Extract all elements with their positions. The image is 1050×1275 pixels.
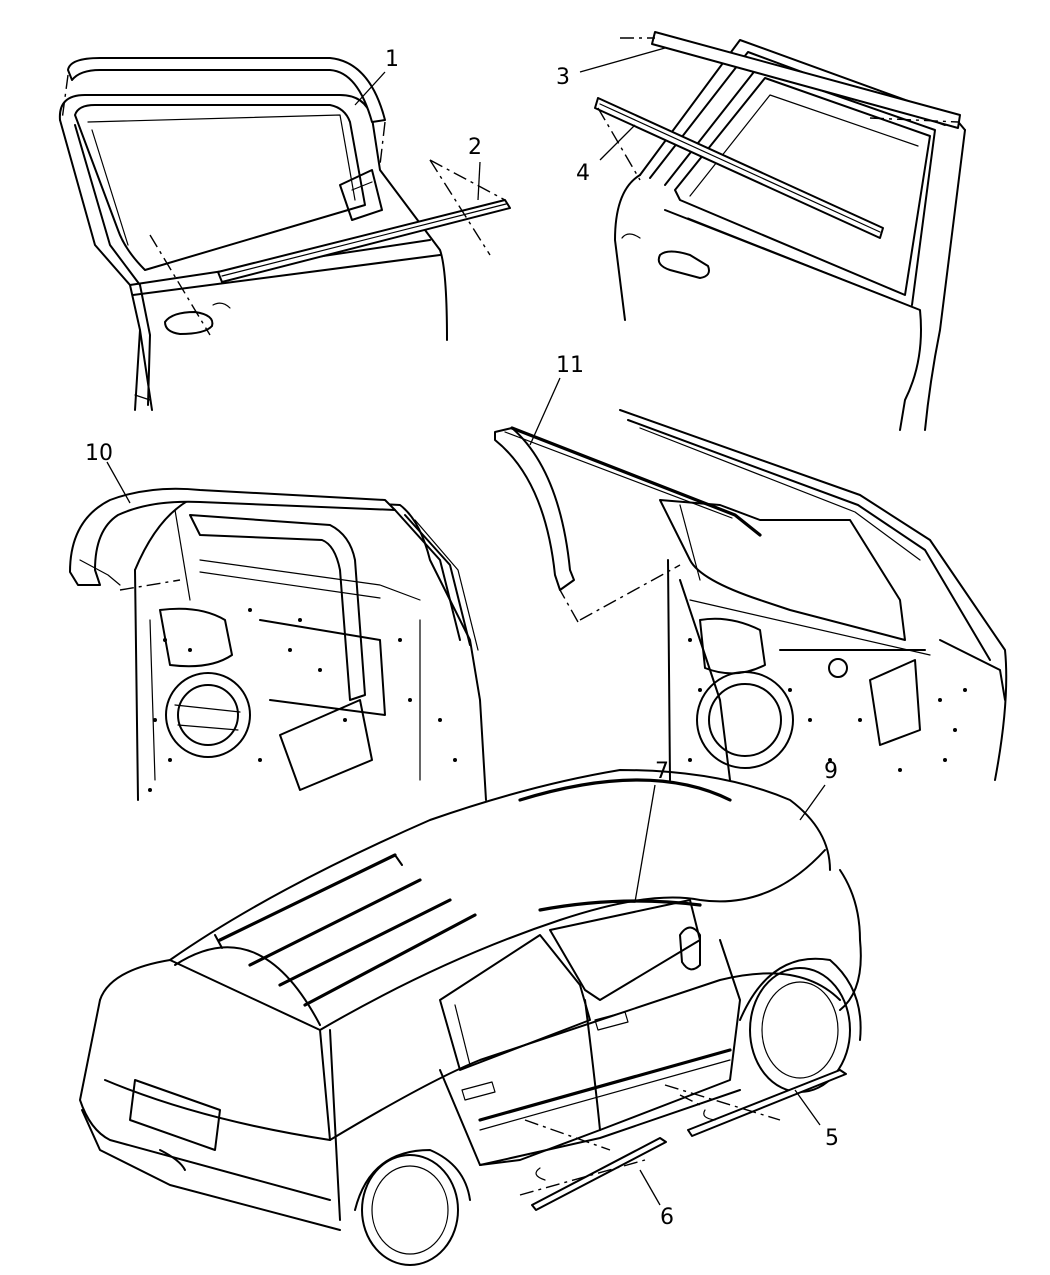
part-3-rear-door-header-molding [620, 31, 961, 129]
rear-door-view [614, 39, 966, 431]
front-door-inner-view [134, 494, 487, 801]
leader-lines [106, 47, 826, 1206]
part-2-front-belt-molding [149, 159, 511, 336]
callout-6: 6 [660, 1205, 674, 1230]
callout-7: 7 [655, 759, 669, 784]
part-6-rear-sill-molding [519, 1119, 667, 1211]
front-door-view [58, 94, 448, 411]
part-9-roof-molding [518, 778, 732, 802]
callouts: 1 2 3 4 5 6 7 9 10 11 [85, 47, 839, 1230]
part-1-front-door-header-molding [61, 57, 386, 166]
callout-5: 5 [825, 1126, 839, 1151]
rear-door-inner-view [559, 409, 1008, 781]
callout-2: 2 [468, 135, 482, 160]
callout-3: 3 [556, 65, 570, 90]
part-10-front-door-frame-molding [69, 487, 396, 591]
callout-4: 4 [576, 161, 590, 186]
part-7-roof-drip-molding [538, 899, 702, 912]
part-4-rear-belt-molding [594, 97, 884, 239]
part-5-front-sill-molding [664, 1069, 847, 1137]
callout-10: 10 [85, 441, 113, 466]
callout-11: 11 [556, 353, 584, 378]
part-11-rear-door-frame-molding [494, 426, 762, 591]
vehicle-view [79, 769, 862, 1266]
callout-9: 9 [824, 759, 838, 784]
callout-1: 1 [385, 47, 399, 72]
